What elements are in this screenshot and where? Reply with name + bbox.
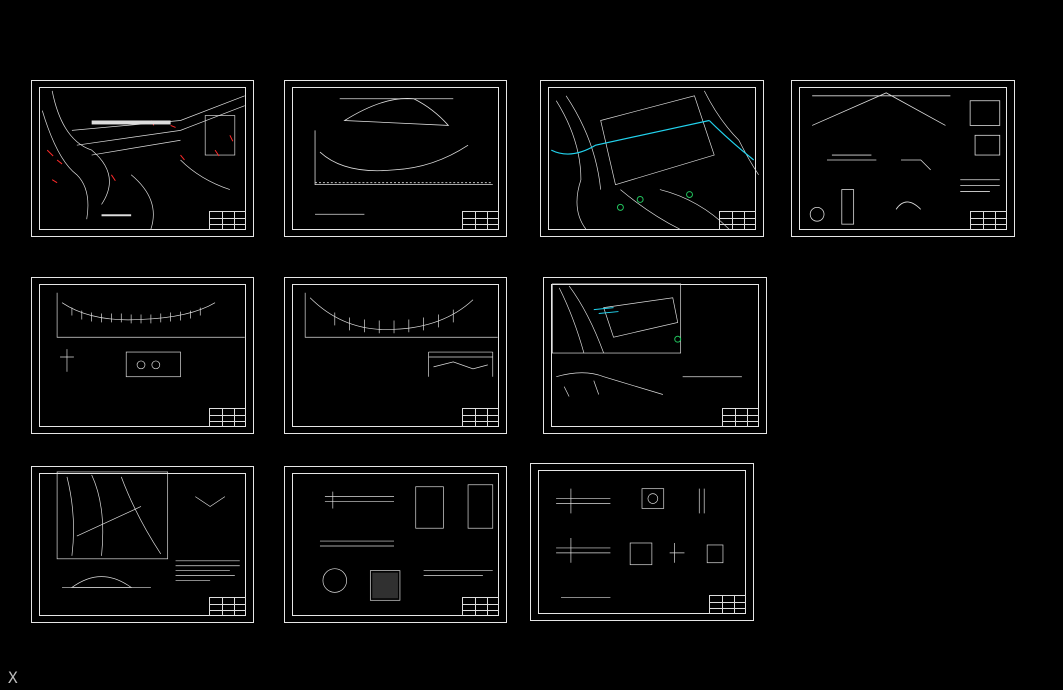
drawing-content bbox=[551, 283, 742, 397]
sheet-frame bbox=[538, 470, 746, 614]
sheet-frame bbox=[551, 284, 759, 427]
sheet-frame bbox=[39, 473, 246, 616]
drawing-content bbox=[556, 488, 724, 598]
sheet-frame bbox=[799, 87, 1007, 230]
drawing-content bbox=[304, 292, 498, 377]
drawing-sheet-site-plan-red[interactable] bbox=[31, 80, 254, 237]
drawing-sheet-outlet-plan[interactable] bbox=[31, 466, 254, 623]
drawing-content bbox=[56, 292, 245, 378]
drawing-sheet-dam-section-details[interactable] bbox=[791, 80, 1015, 237]
drawing-sheet-site-plan-cyan[interactable] bbox=[540, 80, 764, 237]
title-block bbox=[462, 408, 499, 427]
title-block bbox=[462, 211, 499, 230]
drawing-sheet-spillway-plan-profile[interactable] bbox=[543, 277, 767, 434]
sheet-frame bbox=[548, 87, 756, 230]
drawing-content bbox=[319, 484, 494, 601]
sheet-frame bbox=[39, 87, 246, 230]
drawing-sheet-dam-profile[interactable] bbox=[284, 80, 507, 237]
title-block bbox=[209, 408, 246, 427]
title-block bbox=[709, 595, 746, 614]
sheet-frame bbox=[292, 87, 499, 230]
drawing-sheet-foundation-profile-1[interactable] bbox=[31, 277, 254, 434]
title-block bbox=[970, 211, 1007, 230]
drawing-sheet-structure-details-2[interactable] bbox=[530, 463, 754, 621]
drawing-content bbox=[551, 90, 759, 230]
drawing-sheet-foundation-profile-2[interactable] bbox=[284, 277, 507, 434]
drawing-sheet-structure-details-1[interactable] bbox=[284, 466, 507, 623]
ucs-axis-icon: X bbox=[8, 668, 18, 687]
title-block bbox=[722, 408, 759, 427]
sheet-frame bbox=[292, 284, 499, 427]
sheet-frame bbox=[39, 284, 246, 427]
drawing-content bbox=[56, 471, 240, 588]
title-block bbox=[209, 597, 246, 616]
title-block bbox=[719, 211, 756, 230]
sheet-frame bbox=[292, 473, 499, 616]
drawing-content bbox=[41, 90, 245, 230]
drawing-content bbox=[809, 92, 1001, 225]
title-block bbox=[209, 211, 246, 230]
title-block bbox=[462, 597, 499, 616]
drawing-content bbox=[314, 98, 493, 215]
